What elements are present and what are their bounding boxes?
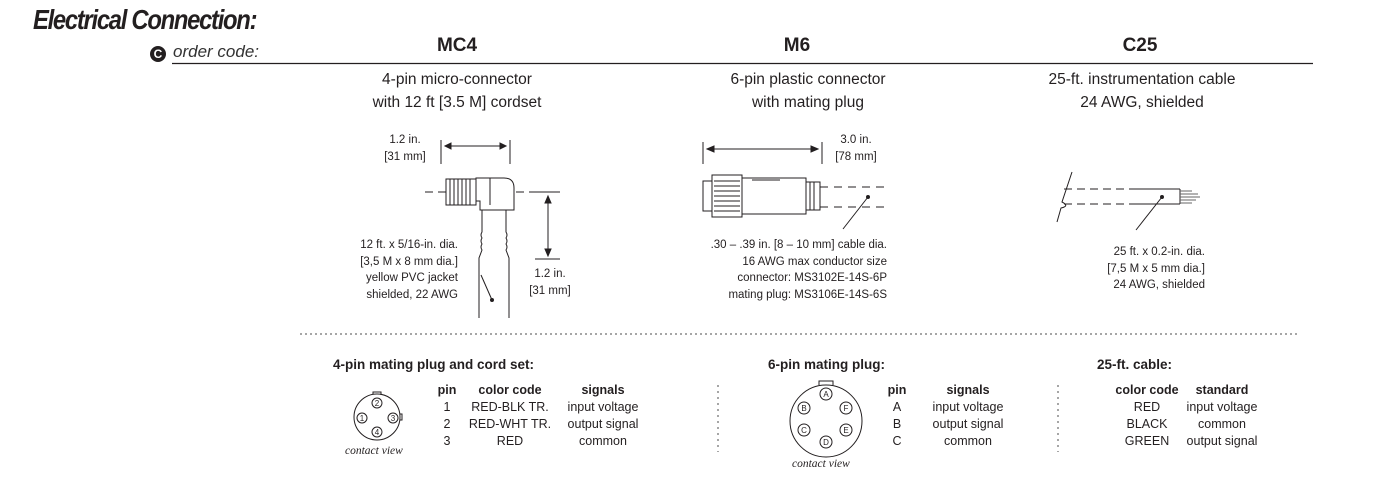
option-code-m6: M6	[783, 35, 811, 56]
order-code-badge-icon: C	[150, 46, 166, 62]
m6-connector-drawing	[702, 142, 888, 230]
pin-label: 2	[375, 399, 380, 408]
option-code-c25: C25	[1122, 35, 1158, 56]
page-title: Electrical Connection:	[33, 4, 258, 35]
mc4-dim-top: 1.2 in.[31 mm]	[384, 134, 426, 163]
mc4-connector-drawing	[425, 140, 560, 318]
option-code-mc4: MC4	[436, 35, 478, 56]
m6-contact-view-label: contact view	[792, 458, 850, 470]
mc4-table-heading: 4-pin mating plug and cord set:	[333, 357, 535, 372]
pin-label: C	[801, 426, 807, 435]
m6-table-heading: 6-pin mating plug:	[768, 357, 885, 372]
mc4-dim-side: 1.2 in.[31 mm]	[529, 268, 571, 297]
m6-contact-view-diagram	[789, 380, 863, 458]
mc4-cable-notes: 12 ft. x 5/16-in. dia.[3,5 M x 8 mm dia.…	[360, 239, 458, 301]
mc4-contact-view-label: contact view	[345, 445, 403, 457]
pin-label: 3	[391, 414, 396, 423]
m6-dim-top: 3.0 in.[78 mm]	[835, 134, 877, 163]
pin-label: 4	[375, 428, 380, 437]
order-code-label: order code:	[173, 42, 259, 61]
pin-label: D	[823, 438, 829, 447]
mc4-contact-view-diagram	[353, 391, 403, 441]
c25-notes: 25 ft. x 0.2-in. dia.[7,5 M x 5 mm dia.]…	[1107, 246, 1205, 291]
c25-cable-drawing	[1056, 171, 1200, 231]
pin-label: 1	[360, 414, 365, 423]
pin-label: B	[801, 404, 806, 413]
pin-label: A	[823, 390, 829, 399]
pin-label: E	[843, 426, 848, 435]
c25-table-heading: 25-ft. cable:	[1097, 357, 1173, 372]
m6-notes: .30 – .39 in. [8 – 10 mm] cable dia.16 A…	[710, 239, 887, 301]
pin-label: F	[844, 404, 849, 413]
